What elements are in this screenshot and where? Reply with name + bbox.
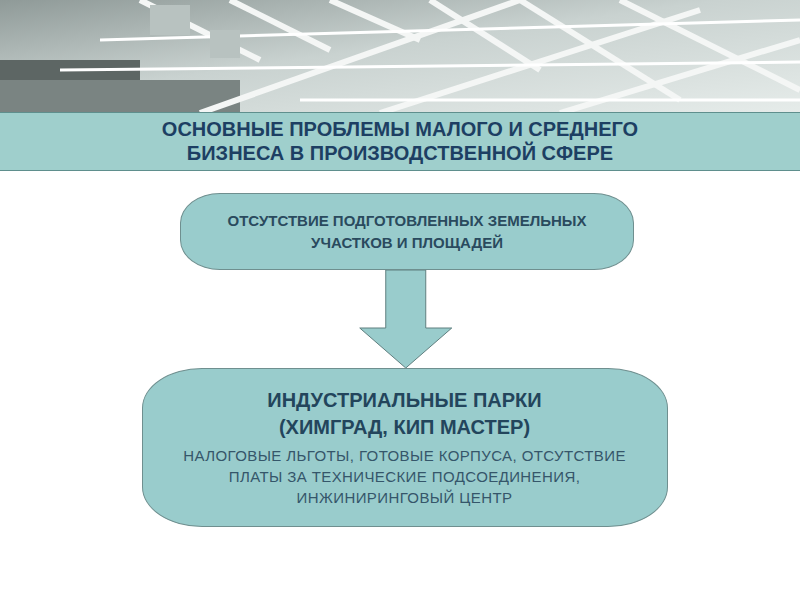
roof-photo [0, 0, 800, 113]
box-heading: ОТСУТСТВИЕ ПОДГОТОВЛЕННЫХ ЗЕМЕЛЬНЫХ УЧАС… [217, 210, 597, 254]
diagram-title: ОСНОВНЫЕ ПРОБЛЕМЫ МАЛОГО И СРЕДНЕГО БИЗН… [140, 117, 660, 165]
box-body: НАЛОГОВЫЕ ЛЬГОТЫ, ГОТОВЫЕ КОРПУСА, ОТСУТ… [170, 445, 640, 508]
block-arrow [360, 270, 452, 368]
process-box: ОТСУТСТВИЕ ПОДГОТОВЛЕННЫХ ЗЕМЕЛЬНЫХ УЧАС… [180, 193, 634, 270]
process-box: ИНДУСТРИАЛЬНЫЕ ПАРКИ (ХИМГРАД, КИП МАСТЕ… [142, 368, 668, 527]
title-box: ОСНОВНЫЕ ПРОБЛЕМЫ МАЛОГО И СРЕДНЕГО БИЗН… [40, 113, 760, 169]
box-heading: ИНДУСТРИАЛЬНЫЕ ПАРКИ (ХИМГРАД, КИП МАСТЕ… [240, 387, 570, 441]
